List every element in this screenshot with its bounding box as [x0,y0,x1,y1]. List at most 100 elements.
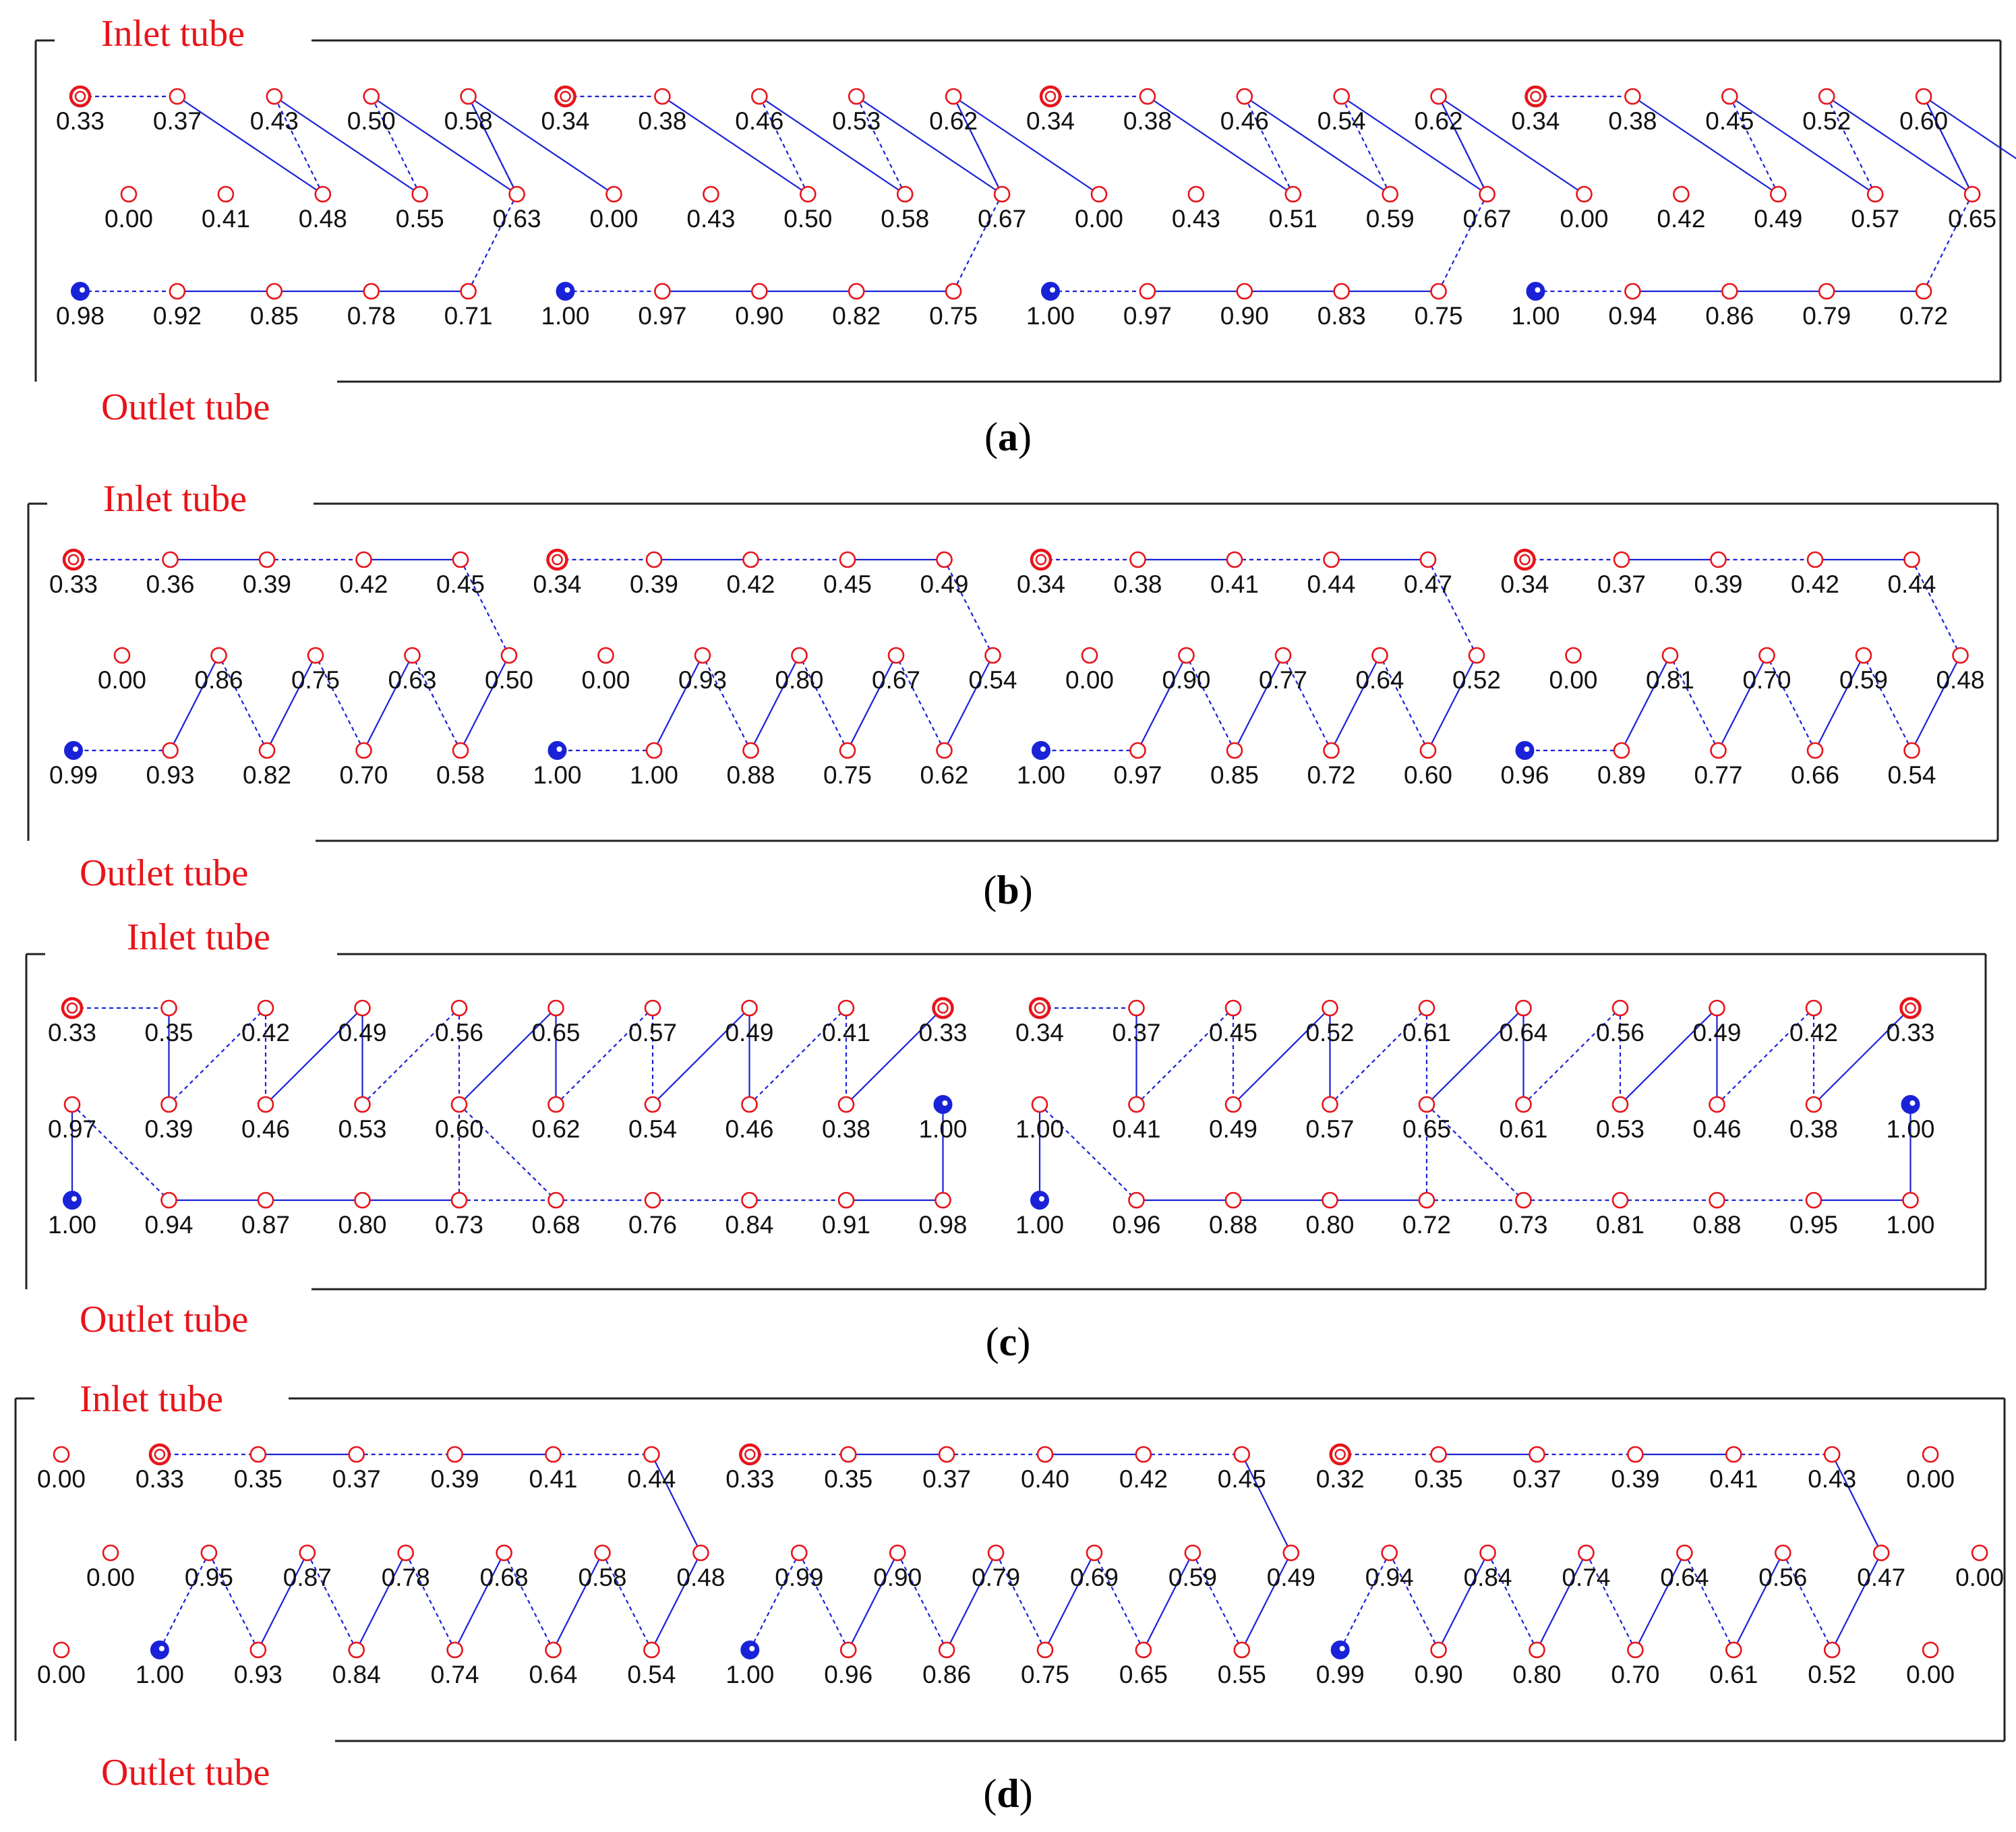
tube-connection [467,96,518,195]
tube-node [545,1446,562,1463]
node-value: 1.00 [136,1661,184,1688]
node-value: 0.75 [929,302,978,330]
inlet-node-inner [937,1002,949,1014]
tube-node [1322,1096,1338,1113]
tube-node [355,551,372,568]
tube-node [594,1544,611,1562]
node-value: 1.00 [1017,761,1065,789]
node-value: 0.37 [332,1465,381,1493]
node-value: 1.00 [1026,302,1075,330]
tube-node [742,551,759,568]
node-value: 0.80 [1512,1661,1561,1688]
node-value: 0.41 [529,1465,577,1493]
node-value: 0.52 [1452,666,1501,694]
tube-connection [798,655,848,751]
tube-node [654,283,671,300]
tube-connection [555,1007,653,1105]
caption-letter: d [997,1771,1019,1816]
panel-caption: (b) [983,868,1032,912]
node-value: 0.47 [1857,1564,1905,1591]
tube-connection [651,1552,702,1651]
tube-node [1805,1096,1822,1113]
node-value: 0.34 [1511,107,1560,135]
node-value: 0.33 [918,1019,967,1046]
tube-node [896,185,914,203]
node-value: 0.41 [822,1019,870,1046]
tube-node [1565,647,1582,664]
node-value: 0.83 [1317,302,1366,330]
tube-node [354,1096,371,1113]
tube-connection [895,655,945,751]
tube-connection [71,1104,170,1201]
tube-node [1915,88,1932,105]
outlet-node-mark [1040,746,1046,752]
tube-node [1709,1096,1725,1113]
node-value: 0.37 [1597,570,1646,598]
tube-node [839,551,856,568]
tube-connection [1716,1007,1814,1105]
inlet-node-inner [154,1448,166,1460]
tube-node [644,1096,661,1113]
tube-connection [1911,655,1961,751]
tube-connection [1437,96,1585,195]
inlet-node-inner [1044,90,1057,102]
tube-node [837,999,855,1017]
node-value: 0.92 [153,302,202,330]
node-value: 0.90 [873,1564,922,1591]
tube-connection [1426,1007,1524,1105]
node-value: 0.63 [388,666,436,694]
node-value: 0.00 [581,666,630,694]
node-value: 0.86 [922,1661,971,1688]
node-value: 0.65 [1119,1661,1168,1688]
node-value: 0.38 [1608,107,1657,135]
node-value: 0.98 [918,1211,967,1239]
node-value: 0.80 [1305,1211,1354,1239]
node-value: 0.37 [1112,1019,1160,1046]
tube-connection [847,655,897,751]
node-value: 0.99 [1316,1661,1365,1688]
panel-frame [25,953,1987,1291]
tube-node [1578,1544,1595,1562]
inlet-node-inner [74,90,86,102]
tube-connection [306,1552,357,1651]
outlet-tube-label: Outlet tube [101,386,270,428]
tube-node [1430,1641,1447,1659]
node-value: 0.39 [144,1115,193,1143]
tube-node [1866,185,1884,203]
node-value: 0.49 [920,570,968,598]
node-value: 0.57 [1851,205,1899,233]
tube-connection [405,1552,456,1651]
tube-connection [265,1007,363,1105]
tube-node [839,1446,857,1463]
inlet-node-inner [1519,554,1531,566]
tube-node [1903,551,1920,568]
tube-node [643,1446,660,1463]
node-value: 0.38 [822,1115,870,1143]
inlet-node [1039,85,1062,108]
tube-node [169,88,186,105]
tube-node [1333,88,1350,105]
node-value: 0.38 [1123,107,1172,135]
node-value: 0.42 [1657,205,1705,233]
node-value: 0.00 [1560,205,1608,233]
outlet-tube-label: Outlet tube [80,852,248,894]
tube-connection [1923,96,2016,160]
node-value: 0.00 [589,205,638,233]
node-value: 0.00 [105,205,153,233]
node-value: 1.00 [48,1211,96,1239]
tube-connection [1243,96,1294,195]
inlet-node [1514,548,1536,571]
tube-node [169,283,186,300]
node-value: 0.00 [1906,1465,1955,1493]
outlet-node-mark [73,746,78,752]
tube-connection [651,1454,702,1554]
tube-node [1710,742,1727,759]
node-value: 0.54 [1317,107,1366,135]
tube-node [266,283,283,300]
tube-node [1818,283,1835,300]
tube-connection [946,1552,997,1651]
tube-connection [552,1552,603,1651]
node-value: 0.34 [1026,107,1075,135]
